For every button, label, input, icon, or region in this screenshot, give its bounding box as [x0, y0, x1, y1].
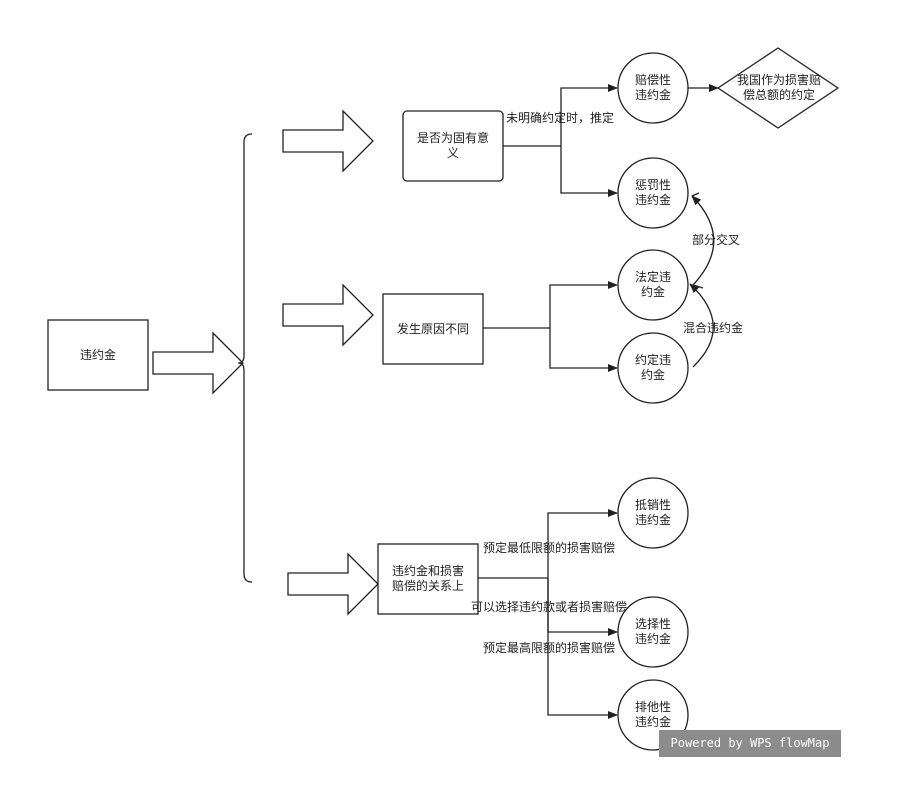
- node-compensatory-line2: 违约金: [635, 87, 671, 102]
- edge-label-presumption: 未明确约定时，推定: [506, 110, 614, 125]
- edge-label-partial-cross: 部分交叉: [692, 232, 740, 247]
- node-punitive-line1: 惩罚性: [635, 178, 671, 192]
- block-arrow-cause: [282, 283, 374, 347]
- category-cause-label: 发生原因不同: [397, 321, 469, 336]
- connectors-relation: [478, 509, 618, 719]
- node-offset[interactable]: 抵销性 违约金: [617, 477, 689, 549]
- root-block-arrow: [152, 331, 244, 395]
- category-relation-line1: 违约金和损害: [392, 563, 464, 578]
- node-offset-line2: 违约金: [635, 512, 671, 527]
- block-arrow-fixed: [282, 109, 374, 173]
- category-cause[interactable]: 发生原因不同: [382, 293, 484, 365]
- node-agreed-line2: 约金: [641, 367, 665, 382]
- category-fixed-meaning[interactable]: 是否为固有意 义: [402, 110, 504, 182]
- wps-watermark: Powered by WPS flowMap: [659, 730, 841, 757]
- node-exclusive-line2: 违约金: [635, 714, 671, 729]
- root-node[interactable]: 违约金: [47, 319, 149, 391]
- node-exclusive-line1: 排他性: [635, 700, 671, 714]
- node-agreed-line1: 约定违: [635, 352, 671, 367]
- category-fixed-line2: 义: [447, 146, 459, 160]
- connectors-fixed: [503, 84, 719, 197]
- node-offset-line1: 抵销性: [635, 498, 671, 512]
- node-optional-line2: 违约金: [635, 631, 671, 646]
- edge-label-mixed: 混合违约金: [683, 320, 743, 335]
- category-relation[interactable]: 违约金和损害 赔偿的关系上: [377, 543, 479, 615]
- connectors-cause: [483, 281, 618, 372]
- node-statutory-line2: 约金: [641, 284, 665, 299]
- node-statutory-line1: 法定违: [635, 269, 671, 284]
- edge-label-choose: 可以选择违约款或者损害赔偿: [471, 599, 627, 614]
- node-statutory[interactable]: 法定违 约金: [617, 249, 689, 321]
- edge-label-min-damage: 预定最低限额的损害赔偿: [483, 540, 615, 555]
- node-total-limit[interactable]: 我国作为损害赔 偿总额的约定: [716, 47, 840, 129]
- node-punitive[interactable]: 惩罚性 违约金: [617, 157, 689, 229]
- node-compensatory[interactable]: 赔偿性 违约金: [617, 52, 689, 124]
- node-total-limit-line2: 偿总额的约定: [743, 87, 815, 102]
- edge-label-max-damage: 预定最高限额的损害赔偿: [483, 640, 615, 655]
- node-punitive-line2: 违约金: [635, 192, 671, 207]
- root-label: 违约金: [80, 347, 116, 362]
- node-optional[interactable]: 选择性 违约金: [617, 596, 689, 668]
- curved-relations: [689, 192, 715, 368]
- node-compensatory-line1: 赔偿性: [635, 72, 671, 87]
- node-total-limit-line1: 我国作为损害赔: [737, 72, 821, 87]
- node-agreed[interactable]: 约定违 约金: [617, 332, 689, 404]
- category-relation-line2: 赔偿的关系上: [392, 578, 464, 593]
- node-optional-line1: 选择性: [635, 617, 671, 631]
- block-arrow-relation: [287, 552, 379, 616]
- category-fixed-line1: 是否为固有意: [417, 130, 489, 145]
- category-brace: [237, 133, 253, 583]
